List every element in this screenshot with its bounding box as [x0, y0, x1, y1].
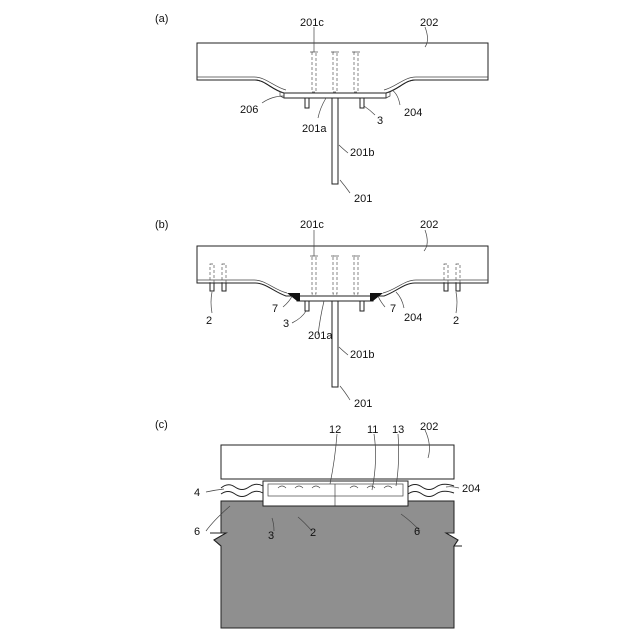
label-202: 202	[420, 421, 438, 433]
label-3: 3	[377, 115, 383, 127]
label-201: 201	[354, 193, 372, 205]
label-3: 3	[283, 318, 289, 330]
bolt-right	[360, 301, 364, 311]
stud-group	[310, 256, 360, 294]
bolt-left	[305, 98, 309, 108]
deck-slab	[197, 43, 488, 93]
bolt-left	[305, 301, 309, 311]
concrete-6	[214, 501, 458, 628]
label-11: 11	[367, 424, 378, 436]
label-201a: 201a	[308, 330, 333, 342]
label-201b: 201b	[350, 349, 374, 361]
panel-c: (c)	[155, 419, 480, 628]
label-12: 12	[329, 424, 341, 436]
label-7-left: 7	[272, 303, 278, 315]
label-2-left: 2	[206, 315, 212, 327]
anchor-bolts-left	[210, 264, 226, 291]
interface-line	[197, 77, 488, 90]
label-3: 3	[268, 530, 274, 542]
stud-group	[310, 52, 360, 92]
label-2: 2	[310, 527, 316, 539]
top-flange	[284, 93, 386, 98]
label-204: 204	[462, 483, 480, 495]
overlay-line	[197, 80, 488, 93]
label-6-left: 6	[194, 526, 200, 538]
panel-b: (b)	[155, 219, 488, 410]
label-202: 202	[420, 219, 438, 231]
label-201b: 201b	[350, 147, 374, 159]
label-201: 201	[354, 398, 372, 410]
label-204: 204	[404, 312, 422, 324]
panel-a: (a) 201c 202	[155, 13, 488, 205]
label-204: 204	[404, 107, 422, 119]
label-201a: 201a	[302, 123, 327, 135]
web	[332, 98, 338, 184]
panel-c-label: (c)	[155, 419, 168, 431]
label-6-right: 6	[414, 526, 420, 538]
deck-slab	[221, 445, 454, 479]
panel-a-label: (a)	[155, 13, 168, 25]
web	[332, 301, 338, 387]
bolt-right	[360, 98, 364, 108]
label-4: 4	[194, 487, 200, 499]
label-201c: 201c	[300, 17, 324, 29]
weld-left	[287, 293, 300, 301]
panel-b-label: (b)	[155, 219, 168, 231]
waterproof-layer	[221, 479, 454, 501]
anchor-bolts-right	[444, 264, 460, 291]
top-flange	[297, 296, 373, 301]
weld-right	[370, 293, 383, 301]
label-7-right: 7	[390, 303, 396, 315]
label-13: 13	[392, 424, 404, 436]
label-2-right: 2	[453, 315, 459, 327]
label-206: 206	[240, 104, 258, 116]
label-202: 202	[420, 17, 438, 29]
label-201c: 201c	[300, 219, 324, 231]
